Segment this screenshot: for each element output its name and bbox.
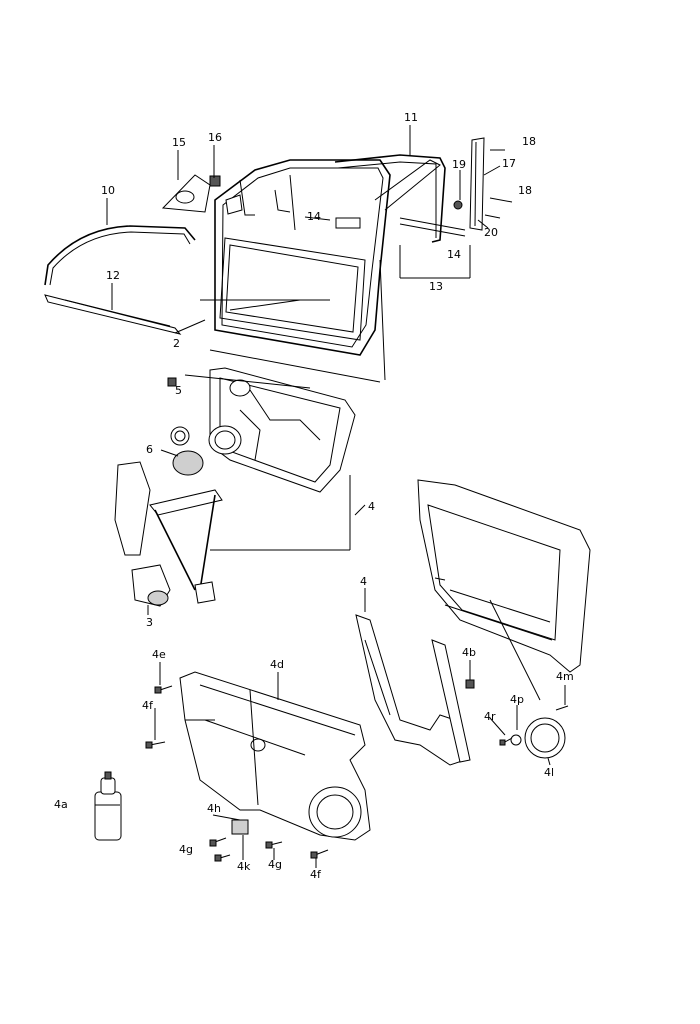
callout-4k: 4k xyxy=(237,860,251,873)
callout-2: 2 xyxy=(173,337,180,350)
screws xyxy=(145,685,513,862)
callout-15: 15 xyxy=(172,136,186,149)
callout-4l: 4l xyxy=(544,766,554,779)
callout-18-a: 18 xyxy=(522,135,536,148)
callout-19: 19 xyxy=(452,158,466,171)
callout-12: 12 xyxy=(106,269,120,282)
speaker-ring xyxy=(510,705,569,759)
window-regulator xyxy=(114,461,223,604)
callout-16: 16 xyxy=(208,131,222,144)
door-frame xyxy=(214,159,441,381)
callout-18-b: 18 xyxy=(518,184,532,197)
carrier-plate xyxy=(179,671,371,841)
regulator-rail xyxy=(355,614,475,766)
callout-4a: 4a xyxy=(54,798,68,811)
callout-14-a: 14 xyxy=(307,210,321,223)
callout-4f-b: 4f xyxy=(310,868,322,881)
callout-4g-b: 4g xyxy=(268,858,282,871)
callout-4g-a: 4g xyxy=(179,843,193,856)
callout-11: 11 xyxy=(404,111,418,124)
callout-4b: 4b xyxy=(462,646,476,659)
callout-13: 13 xyxy=(429,280,443,293)
mirror-cover xyxy=(161,174,221,213)
callout-6: 6 xyxy=(146,443,153,456)
callout-4d: 4d xyxy=(270,658,284,671)
callout-4p: 4p xyxy=(510,693,524,706)
callout-17: 17 xyxy=(502,157,516,170)
callout-4-mid: 4 xyxy=(360,575,367,588)
callout-4r: 4r xyxy=(484,710,496,723)
callout-4m: 4m xyxy=(556,670,574,683)
callout-4f-a: 4f xyxy=(142,699,154,712)
callout-10: 10 xyxy=(101,184,115,197)
speaker-grille-6 xyxy=(172,450,204,476)
callout-14-b: 14 xyxy=(447,248,461,261)
sealant-bottle xyxy=(94,771,122,841)
window-channel xyxy=(334,154,466,243)
callout-5: 5 xyxy=(175,384,182,397)
washer-5 xyxy=(167,377,190,446)
trim-strip xyxy=(44,294,182,335)
callout-4-top: 4 xyxy=(368,500,375,513)
pillar-trim xyxy=(453,137,513,231)
window-motor xyxy=(131,564,171,607)
door-seal xyxy=(44,225,196,286)
callout-4h: 4h xyxy=(207,802,221,815)
leader-lines xyxy=(95,125,566,868)
callout-4e: 4e xyxy=(152,648,166,661)
callout-3: 3 xyxy=(146,616,153,629)
callout-20: 20 xyxy=(484,226,498,239)
callout-labels: 11 15 16 10 12 2 14 14 13 18 19 17 18 20… xyxy=(54,111,574,881)
door-inner-panel xyxy=(208,367,356,493)
door-trim-panel xyxy=(417,479,591,673)
